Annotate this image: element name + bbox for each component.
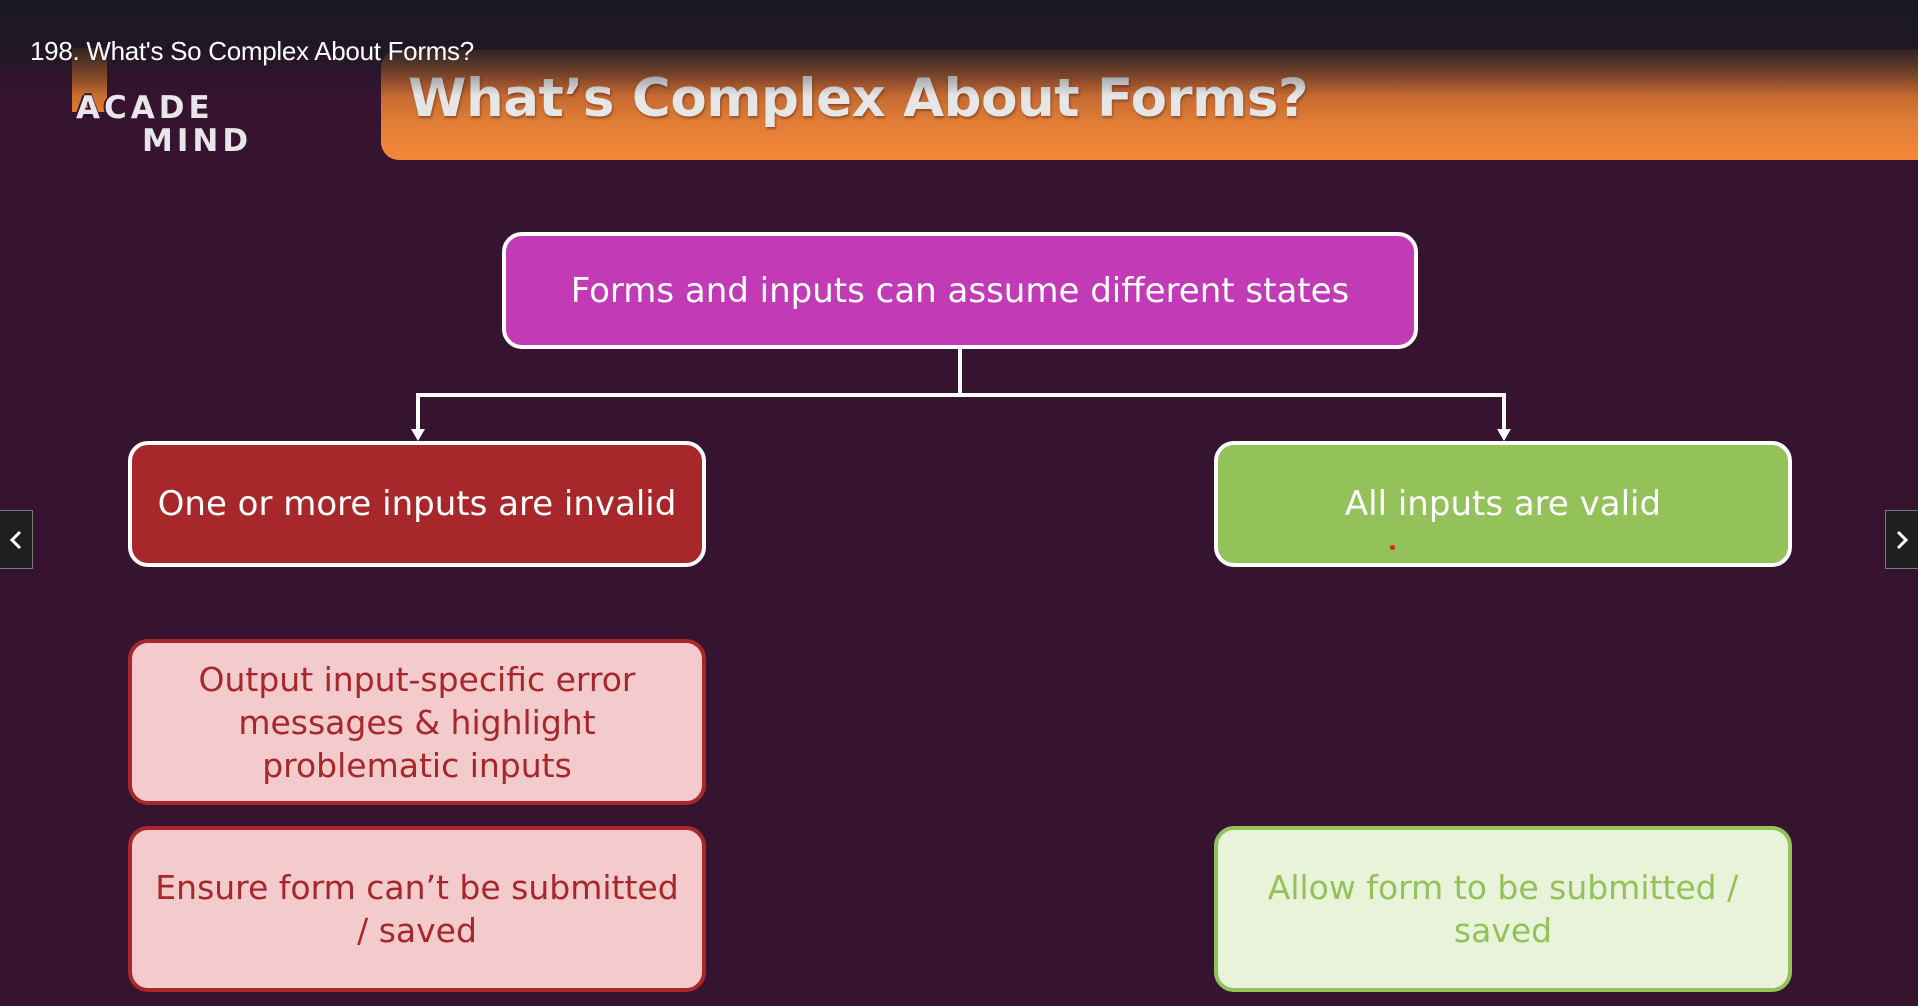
lecture-title: 198. What's So Complex About Forms? (30, 36, 474, 66)
root-state-box: Forms and inputs can assume different st… (502, 232, 1418, 349)
allow-submit-label: Allow form to be submitted / saved (1267, 868, 1739, 950)
error-messages-box: Output input-specific error messages & h… (128, 639, 706, 805)
allow-submit-box: Allow form to be submitted / saved (1214, 826, 1792, 992)
error-messages-label: Output input-specific error messages & h… (198, 659, 636, 785)
valid-branch-label: All inputs are valid (1344, 484, 1662, 524)
arrow-down-icon (411, 429, 425, 441)
chevron-left-icon (9, 530, 22, 549)
logo-text-line1: ACADE (76, 90, 214, 126)
connector-horizontal (416, 393, 1506, 397)
connector-drop-right (1502, 393, 1506, 431)
slide-title: What’s Complex About Forms? (408, 68, 1309, 129)
connector-stem (958, 349, 962, 395)
laser-pointer-dot (1390, 545, 1395, 550)
invalid-branch-box: One or more inputs are invalid (128, 441, 706, 567)
valid-branch-box: All inputs are valid (1214, 441, 1792, 567)
prevent-submit-label: Ensure form can’t be submitted / saved (155, 868, 679, 950)
invalid-branch-label: One or more inputs are invalid (157, 484, 677, 524)
previous-lecture-button[interactable] (0, 510, 33, 569)
chevron-right-icon (1896, 530, 1909, 549)
prevent-submit-box: Ensure form can’t be submitted / saved (128, 826, 706, 992)
logo-text-line2: MIND (142, 123, 253, 159)
connector-drop-left (416, 393, 420, 431)
root-state-label: Forms and inputs can assume different st… (570, 270, 1350, 311)
arrow-down-icon (1497, 429, 1511, 441)
next-lecture-button[interactable] (1885, 510, 1918, 569)
title-banner: What’s Complex About Forms? (381, 49, 1918, 160)
